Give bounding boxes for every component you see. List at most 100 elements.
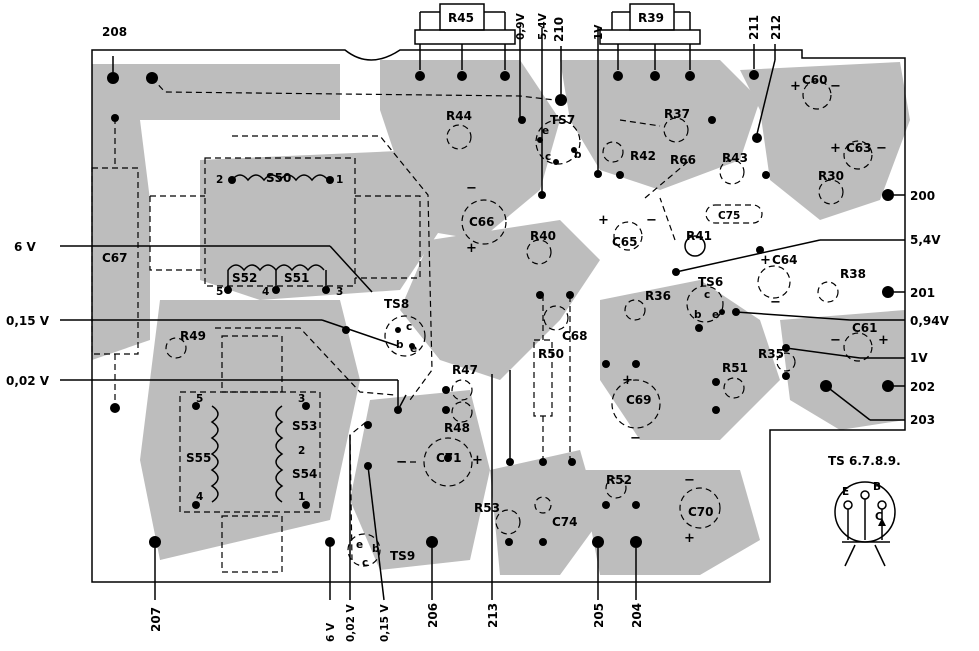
- svg-text:c: c: [406, 321, 412, 333]
- voltage-0-15-bottom: 0,15 V: [379, 603, 391, 642]
- legend-pin-c: C: [875, 511, 883, 523]
- coil-s52-s51: 5 4 3 S52 S51: [216, 264, 343, 298]
- coil-s55: 5 4 S55: [186, 393, 219, 509]
- voltage-0-02-left: 0,02 V: [6, 374, 50, 388]
- c67-label: C67: [102, 251, 128, 265]
- svg-text:c: c: [545, 151, 551, 163]
- svg-text:2: 2: [298, 445, 305, 457]
- r44-label: R44: [446, 109, 472, 123]
- r48-label: R48: [444, 421, 470, 435]
- r39-label: R39: [638, 11, 664, 25]
- legend-pin-b: B: [873, 481, 881, 493]
- svg-text:2: 2: [216, 174, 223, 186]
- r35-label: R35: [758, 347, 784, 361]
- svg-text:−: −: [876, 141, 887, 156]
- svg-text:4: 4: [196, 491, 203, 503]
- c75-label: C75: [718, 210, 740, 222]
- svg-text:+: +: [622, 373, 633, 388]
- voltage-1-top: 1V: [593, 24, 605, 40]
- r42-label: R42: [630, 149, 656, 163]
- svg-text:−: −: [630, 431, 641, 446]
- svg-text:1: 1: [336, 174, 343, 186]
- svg-text:e: e: [712, 309, 719, 321]
- tp-208: 208: [102, 25, 127, 39]
- s51-label: S51: [284, 271, 309, 285]
- c70-label: C70: [688, 505, 714, 519]
- component-labels: R44 R37 R42 R66 R43 R30 R40 R41 R38 R36 …: [102, 73, 878, 569]
- r66-label: R66: [670, 153, 696, 167]
- svg-text:−: −: [684, 473, 695, 488]
- legend-title: TS 6.7.8.9.: [828, 454, 901, 468]
- svg-text:−: −: [646, 213, 657, 228]
- tp-212: 212: [769, 15, 783, 40]
- svg-text:−: −: [466, 181, 477, 196]
- tp-213: 213: [486, 603, 500, 628]
- svg-text:+: +: [878, 333, 889, 348]
- potentiometer-r45: R45: [414, 3, 516, 70]
- s50-label: S50: [266, 171, 291, 185]
- transistor-legend: TS 6.7.8.9. E B C: [828, 454, 901, 567]
- ts8-label: TS8: [384, 297, 409, 311]
- tp-205: 205: [592, 603, 606, 628]
- tp-200: 200: [910, 189, 935, 203]
- c74-label: C74: [552, 515, 578, 529]
- svg-text:b: b: [694, 309, 702, 321]
- s53-label: S53: [292, 419, 317, 433]
- svg-text:c: c: [704, 289, 710, 301]
- r50-label: R50: [538, 347, 564, 361]
- svg-text:5: 5: [196, 393, 203, 405]
- voltage-labels: 0,9V 5,4V 1V 6 V 0,15 V 0,02 V 5,4V 0,94…: [6, 12, 950, 642]
- s55-label: S55: [186, 451, 211, 465]
- transistor-pads: [395, 137, 725, 349]
- svg-text:e: e: [542, 125, 549, 137]
- voltage-0-15-left: 0,15 V: [6, 314, 50, 328]
- svg-text:b: b: [396, 339, 404, 351]
- svg-text:−: −: [830, 333, 841, 348]
- svg-text:+: +: [790, 79, 801, 94]
- tp-207: 207: [149, 607, 163, 632]
- svg-text:+: +: [830, 141, 841, 156]
- voltage-5-4-right: 5,4V: [910, 233, 941, 247]
- svg-text:+: +: [684, 531, 695, 546]
- r52-label: R52: [606, 473, 632, 487]
- r40-label: R40: [530, 229, 556, 243]
- svg-text:3: 3: [298, 393, 305, 405]
- svg-text:e: e: [356, 539, 363, 551]
- c60-label: C60: [802, 73, 828, 87]
- voltage-0-02-bottom: 0,02 V: [345, 603, 357, 642]
- r36-label: R36: [645, 289, 671, 303]
- c63-label: C63: [846, 141, 872, 155]
- voltage-6-left: 6 V: [14, 240, 37, 254]
- svg-text:+: +: [598, 213, 609, 228]
- c64-label: C64: [772, 253, 798, 267]
- c68-label: C68: [562, 329, 588, 343]
- r38-label: R38: [840, 267, 866, 281]
- r45-label: R45: [448, 11, 474, 25]
- voltage-0-94-right: 0,94V: [910, 314, 950, 328]
- svg-text:+: +: [472, 453, 483, 468]
- svg-text:5: 5: [216, 286, 223, 298]
- r43-label: R43: [722, 151, 748, 165]
- voltage-1-right: 1V: [910, 351, 928, 365]
- c66-label: C66: [469, 215, 495, 229]
- voltage-6-bottom: 6 V: [325, 622, 337, 642]
- svg-text:4: 4: [262, 286, 269, 298]
- polarity-marks: +− +− −+ +− +− −+ +− −+ −+: [396, 79, 889, 546]
- c69-label: C69: [626, 393, 652, 407]
- r53-label: R53: [474, 501, 500, 515]
- svg-text:e: e: [410, 343, 417, 355]
- r51-label: R51: [722, 361, 748, 375]
- svg-text:−: −: [396, 455, 407, 470]
- c71-label: C71: [436, 451, 462, 465]
- voltage-leaders: [60, 28, 905, 601]
- r41-label: R41: [686, 229, 712, 243]
- tp-201: 201: [910, 286, 935, 300]
- coil-s50: 2 1 S50: [216, 171, 343, 186]
- r37-label: R37: [664, 107, 690, 121]
- legend-pin-e: E: [842, 486, 849, 498]
- svg-text:b: b: [574, 149, 582, 161]
- svg-text:+: +: [760, 253, 771, 268]
- ts7-label: TS7: [550, 113, 575, 127]
- svg-text:−: −: [770, 295, 781, 310]
- voltage-5-4-top: 5,4V: [537, 12, 549, 40]
